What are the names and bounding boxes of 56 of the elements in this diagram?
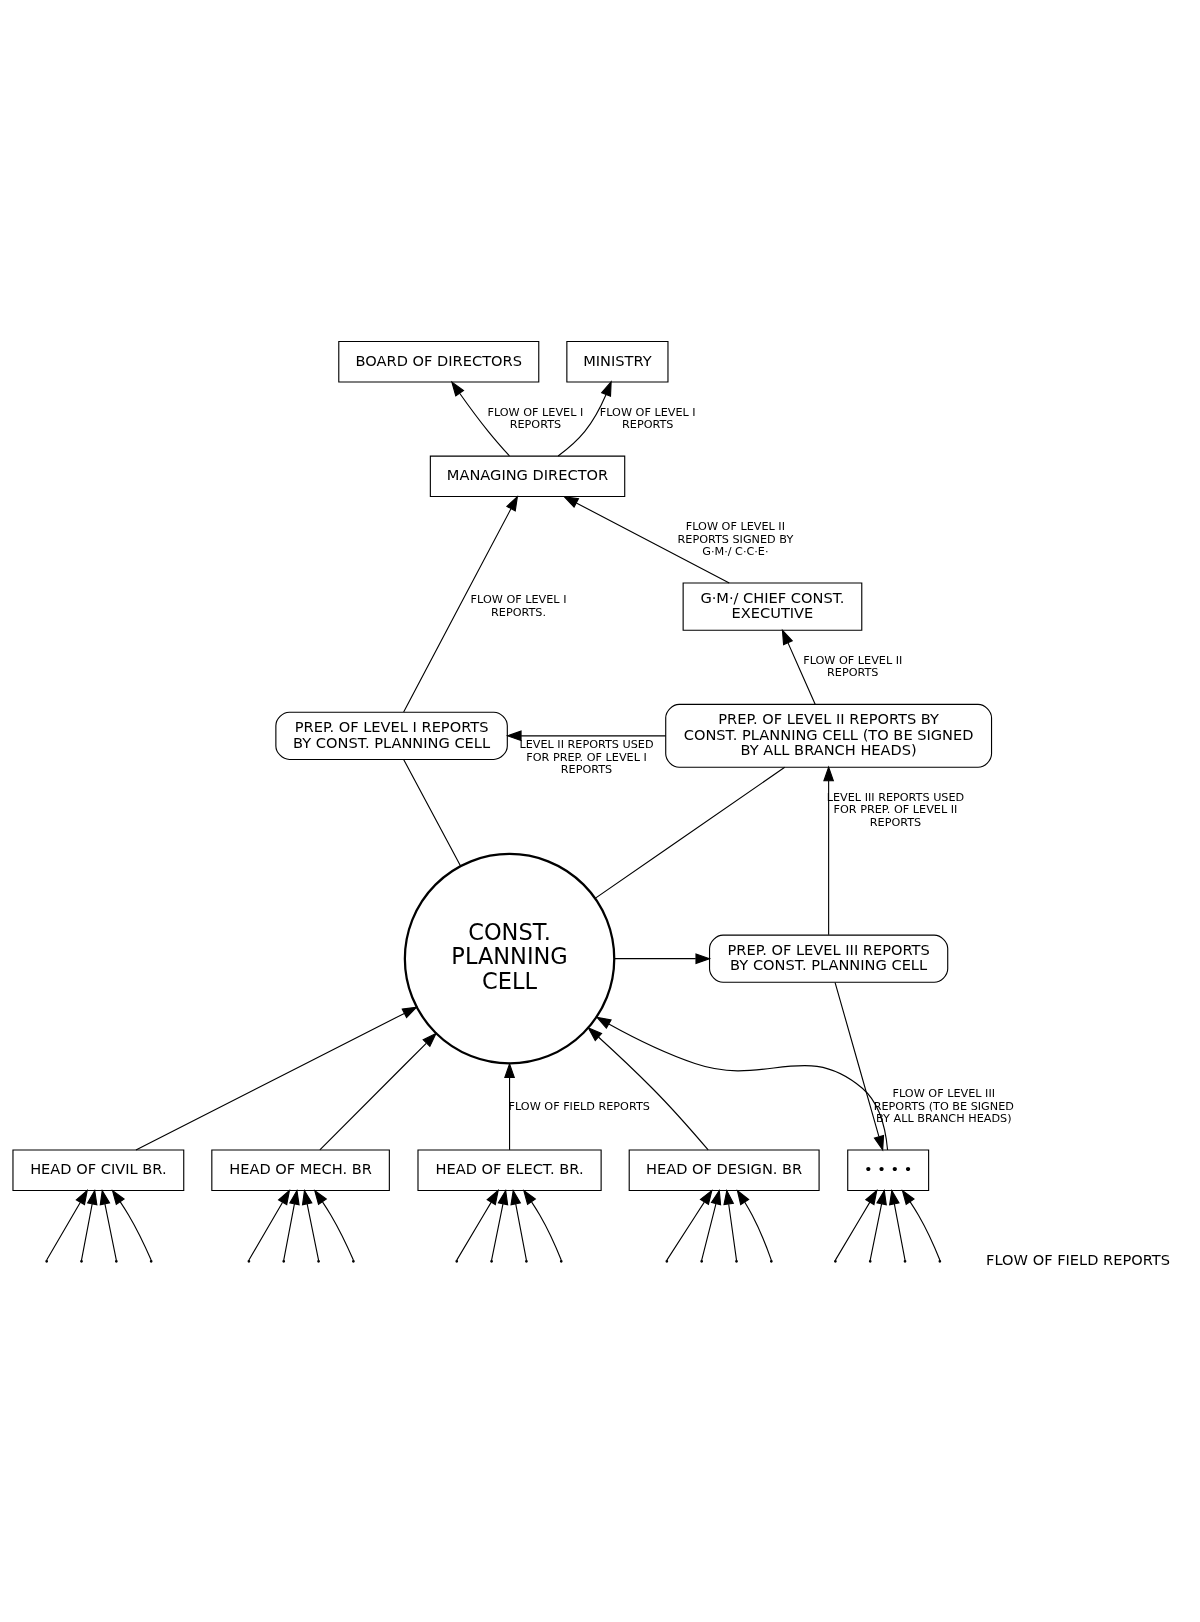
node-box: • • • • [847,1149,930,1191]
node-box: BOARD OF DIRECTORS [338,340,540,382]
arrow [248,1188,291,1261]
arrow [486,1188,509,1261]
arrow [823,765,835,935]
node-box: PREP. OF LEVEL II REPORTS BY CONST. PLANNING CELL (TO BE SIGNED BY ALL BRANCH HEADS) [665,703,993,768]
arrow [319,1031,438,1150]
arrow [403,494,519,712]
arrow [46,1188,89,1261]
arrow [277,1188,300,1261]
node-box: PREP. OF LEVEL III REPORTS BY CONST. PLANNING CELL [709,934,949,983]
arrow [75,1188,98,1261]
arrow [301,1188,320,1261]
arrow [522,1188,562,1261]
arrow [111,1188,152,1261]
edge-label: FLOW OF LEVEL II REPORTS SIGNED BY G·M·/ C·C·E· [677,519,794,558]
arrow [450,380,510,456]
arrow [510,1188,527,1261]
arrow [723,1188,738,1261]
node-box: HEAD OF CIVIL BR. [12,1149,185,1191]
edge-label: FLOW OF LEVEL II REPORTS [803,653,903,679]
arrow [504,1061,516,1150]
arrow [781,628,816,705]
node-box: MANAGING DIRECTOR [429,455,626,497]
connector [403,758,462,866]
arrow [135,1005,418,1151]
node-box: HEAD OF ELECT. BR. [417,1149,602,1191]
arrow [505,729,667,741]
arrow [587,1026,709,1151]
connector [594,766,786,899]
node-box: PREP. OF LEVEL I REPORTS BY CONST. PLANNING CELL [275,711,508,760]
edge-label: FLOW OF LEVEL I REPORTS [599,405,696,431]
arrow [834,1188,878,1261]
node-box: G·M·/ CHIEF CONST. EXECUTIVE [682,582,863,631]
arrow [864,1188,887,1261]
arrow [557,379,612,457]
arrow [313,1188,354,1261]
arrow [562,495,730,583]
node-box: HEAD OF MECH. BR [211,1149,390,1191]
arrow [889,1188,906,1261]
edge-label: FLOW OF LEVEL I REPORTS [487,405,584,431]
arrow [736,1188,772,1261]
edge-label: LEVEL II REPORTS USED FOR PREP. OF LEVEL I REPORTS [519,737,654,776]
arrow [834,981,885,1151]
arrow [699,1188,722,1261]
arrow [901,1188,941,1261]
arrow [456,1188,499,1261]
node-box: MINISTRY [566,340,669,382]
node-box: HEAD OF DESIGN. BR [628,1149,820,1191]
edge-label: FLOW OF LEVEL I REPORTS. [470,592,567,619]
arrow [99,1188,117,1261]
arrow [595,1016,889,1151]
arrow [666,1188,713,1261]
label: FLOW OF FIELD REPORTS [986,1250,1171,1268]
arrow [614,952,712,964]
edge-label: FLOW OF FIELD REPORTS [508,1099,650,1113]
